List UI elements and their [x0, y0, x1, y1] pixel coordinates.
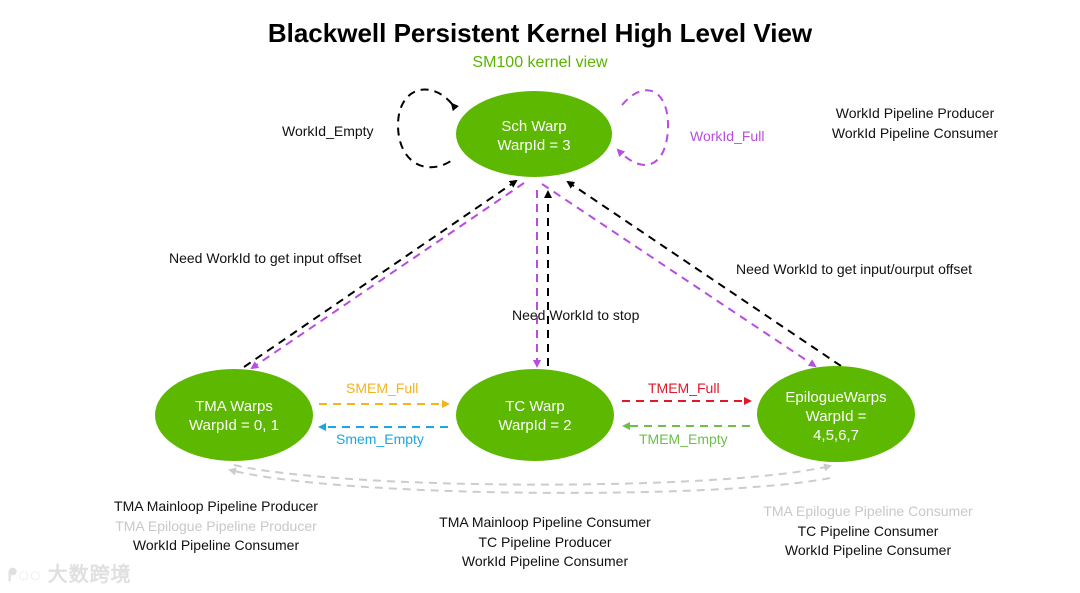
sch-warp-node [456, 91, 612, 177]
epilogue-warps-name: EpilogueWarps [785, 389, 887, 406]
role-line: WorkId Pipeline Consumer [784, 542, 952, 558]
workid-empty-label: WorkId_Empty [282, 123, 374, 139]
tc-warp-node [456, 369, 614, 461]
workid-full-loop [616, 89, 670, 166]
role-line: TMA Mainloop Pipeline Producer [114, 498, 318, 514]
tma-warps-node [155, 369, 313, 461]
tma-epilogue-pipe-arrow [233, 463, 832, 486]
smem-full-label: SMEM_Full [346, 380, 419, 396]
role-line: TC Pipeline Consumer [797, 522, 939, 539]
tma-warps-name: TMA Warps [195, 398, 273, 415]
sch-roles: WorkId Pipeline Producer WorkId Pipeline… [815, 104, 1015, 143]
tc-warp-label: TC Warp WarpId = 2 [456, 397, 614, 435]
workid-empty-loop [396, 88, 459, 169]
tma-warps-id: WarpId = 0, 1 [189, 417, 279, 434]
role-line: WorkId Pipeline Producer [835, 105, 995, 121]
tmem-empty-label: TMEM_Empty [639, 431, 728, 447]
sch-warp-label: Sch Warp WarpId = 3 [456, 117, 612, 155]
sch-to-epi-arrow [541, 183, 817, 368]
sch-to-tma-arrow [250, 182, 525, 370]
workid-full-label: WorkId_Full [690, 128, 765, 144]
watermark: ᖰ◌◌ 大数跨境 [8, 558, 132, 587]
tmem-full-label: TMEM_Full [648, 380, 720, 396]
tc-warp-name: TC Warp [505, 398, 565, 415]
page-title: Blackwell Persistent Kernel High Level V… [267, 18, 813, 48]
tc-roles: TMA Mainloop Pipeline Consumer TC Pipeli… [420, 513, 670, 572]
tma-warps-label: TMA Warps WarpId = 0, 1 [155, 397, 313, 435]
epilogue-warps-id-values: 4,5,6,7 [813, 427, 859, 444]
epilogue-warps-id: WarpId = [805, 408, 867, 425]
role-line: TC Pipeline Producer [478, 533, 612, 550]
sch-warp-name: Sch Warp [501, 118, 567, 135]
epilogue-warps-label: EpilogueWarps WarpId = 4,5,6,7 [757, 388, 915, 445]
tma-to-sch-arrow [243, 179, 518, 368]
role-line: WorkId Pipeline Consumer [831, 124, 999, 141]
watermark-logo-icon: ᖰ◌◌ [8, 565, 48, 585]
smem-empty-label: Smem_Empty [336, 431, 424, 447]
tc-need-workid-label: Need WorkId to stop [512, 307, 640, 323]
epilogue-warps-node [757, 366, 915, 462]
role-line-faded: TMA Epilogue Pipeline Producer [115, 517, 317, 534]
tma-roles: TMA Mainloop Pipeline Producer TMA Epilo… [96, 497, 336, 556]
tma-need-workid-label: Need WorkId to get input offset [169, 250, 362, 266]
role-line: WorkId Pipeline Consumer [132, 537, 300, 553]
sch-warp-id: WarpId = 3 [497, 137, 571, 154]
tc-warp-id: WarpId = 2 [498, 417, 572, 434]
role-line: TMA Mainloop Pipeline Consumer [439, 514, 651, 530]
epi-roles: TMA Epilogue Pipeline Consumer TC Pipeli… [748, 502, 988, 561]
page-subtitle: SM100 kernel view [472, 54, 608, 71]
role-line-faded: TMA Epilogue Pipeline Consumer [763, 503, 973, 519]
epi-need-workid-label: Need WorkId to get input/ourput offset [736, 261, 973, 277]
watermark-text: 大数跨境 [47, 564, 132, 586]
role-line: WorkId Pipeline Consumer [461, 553, 629, 569]
tma-epilogue-pipe-return-arrow [228, 467, 831, 494]
